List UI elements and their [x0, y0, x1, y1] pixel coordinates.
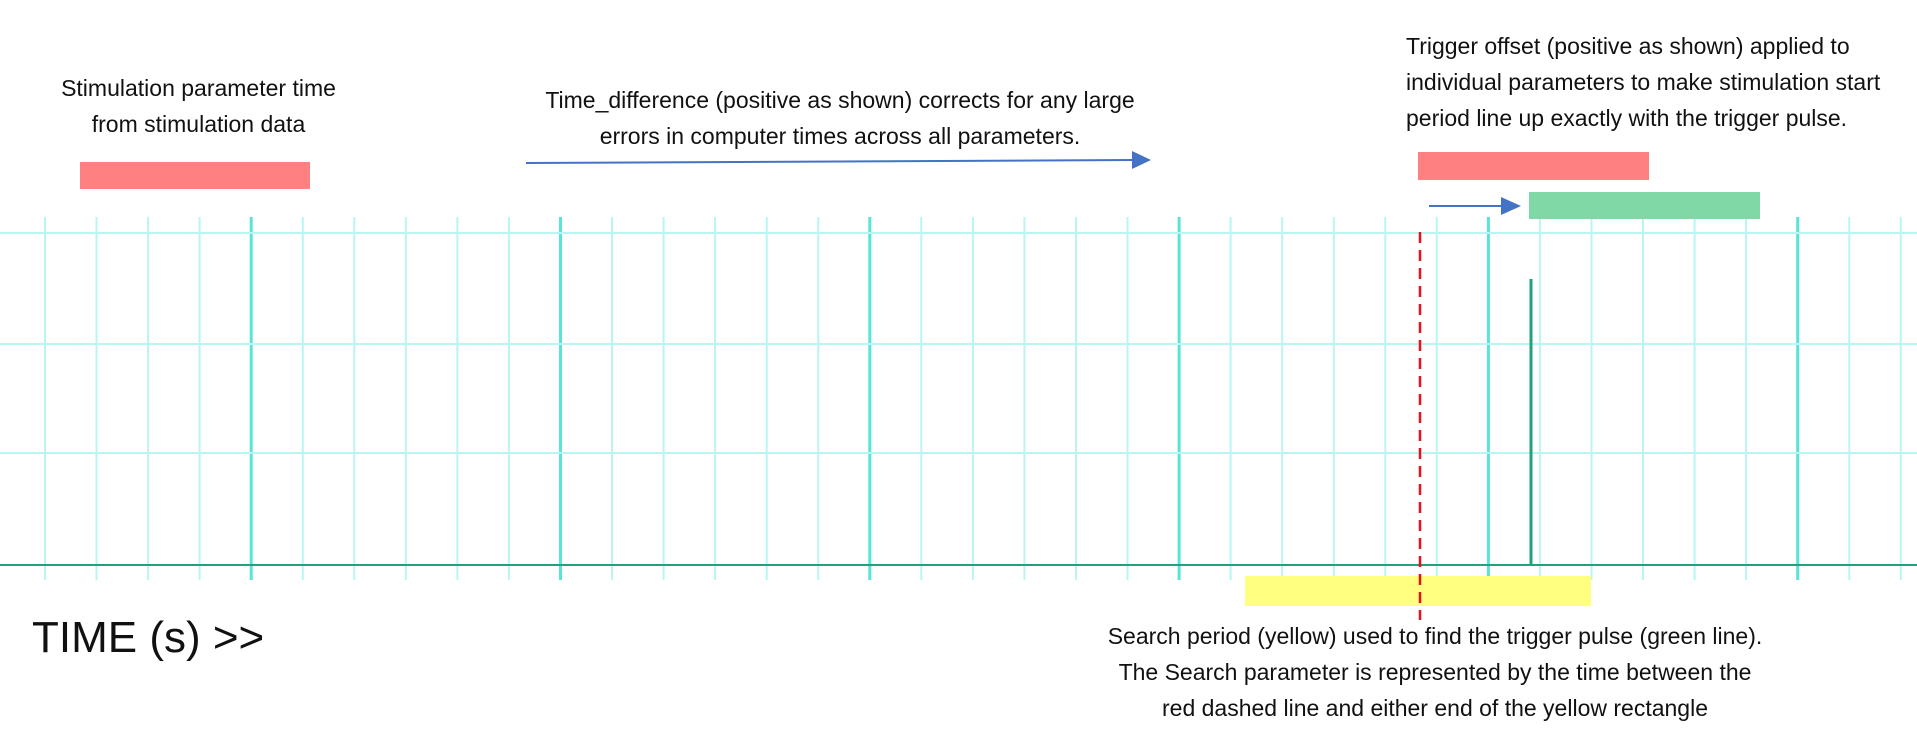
stimulation-parameter-label: Stimulation parameter time from stimulat…: [61, 75, 336, 137]
time-difference-arrow: [525, 151, 1151, 169]
search-period-label: Search period (yellow) used to find the …: [1107, 623, 1763, 721]
time-axis-label: TIME (s) >>: [32, 613, 265, 662]
offset-parameter-bar: [1529, 192, 1760, 219]
stimulation-parameter-time-bar: [80, 162, 310, 189]
trigger-offset-label: Trigger offset (positive as shown) appli…: [1406, 33, 1881, 131]
original-parameter-bar: [1418, 152, 1649, 180]
time-difference-label: Time_difference (positive as shown) corr…: [545, 87, 1135, 149]
search-period-bar: [1245, 576, 1591, 606]
time-grid: [0, 217, 1917, 580]
trigger-offset-arrow: [1429, 197, 1521, 215]
